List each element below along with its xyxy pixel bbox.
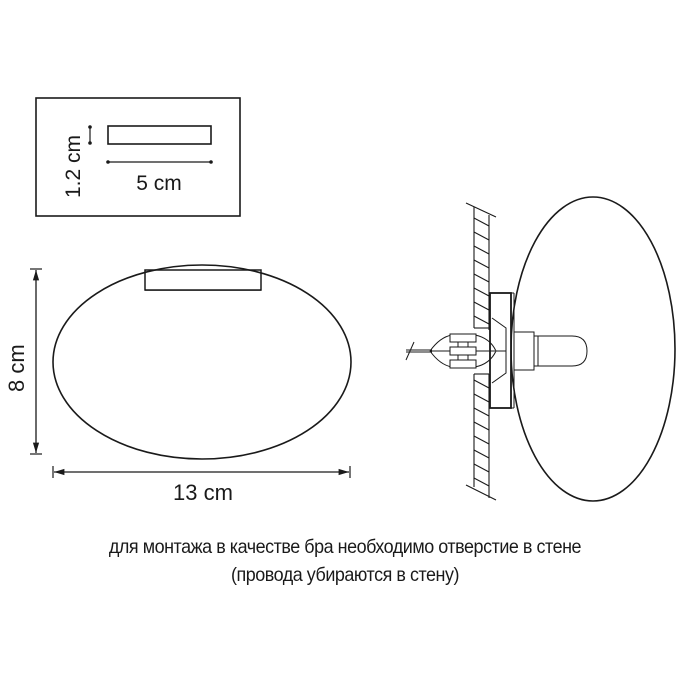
side-view [405, 196, 676, 502]
wire-connector [405, 333, 506, 369]
plate-height-dimension [88, 125, 92, 145]
width-dimension [52, 466, 351, 478]
mount-plate-detail: 1.2 cm 5 cm [35, 97, 241, 217]
plate-width-label: 5 cm [136, 172, 182, 195]
detail-frame [35, 97, 241, 217]
front-height-label: 8 cm [4, 344, 29, 392]
caption-line-1: для монтажа в качестве бра необходимо от… [108, 536, 582, 558]
wall [465, 202, 497, 501]
plate-rect [107, 125, 212, 145]
lamp-socket [513, 331, 539, 371]
plate-height-label: 1.2 cm [62, 135, 85, 198]
height-dimension [30, 268, 42, 455]
glass-shade-front [52, 264, 352, 460]
front-width-label: 13 cm [173, 480, 233, 505]
caption-line-2: (провода убираются в стену) [230, 564, 460, 586]
bulb [537, 335, 588, 367]
front-view: 8 cm 13 cm [4, 264, 352, 505]
plate-width-dimension [106, 160, 213, 164]
